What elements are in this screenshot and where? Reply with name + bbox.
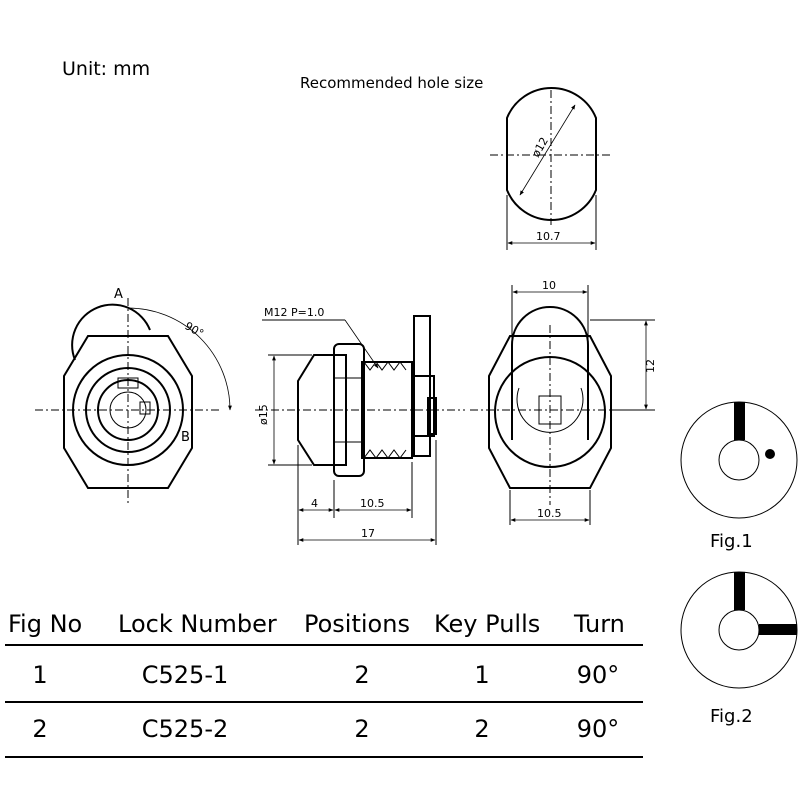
hole-size-title: Recommended hole size [300, 74, 483, 92]
body-diameter-label: ø15 [257, 404, 270, 425]
header-fig-no: Fig No [8, 610, 82, 638]
hole-diameter-label: ø12 [529, 135, 551, 159]
bottom-width-label: 10.5 [537, 507, 562, 520]
recommended-hole-view: ø12 10.7 [490, 86, 612, 250]
row1-fig-no: 1 [32, 661, 47, 689]
row1-turn: 90° [577, 661, 620, 689]
row1-lock-number: C525-1 [142, 661, 229, 689]
row2-turn: 90° [577, 715, 620, 743]
front-view: A B 90° [35, 287, 232, 505]
row2-lock-number: C525-2 [142, 715, 229, 743]
figure-2-diagram [680, 571, 798, 689]
figure-1-diagram [680, 401, 798, 519]
header-turn: Turn [573, 610, 625, 638]
row2-key-pulls: 2 [474, 715, 489, 743]
header-lock-number: Lock Number [118, 610, 277, 638]
unit-label: Unit: mm [62, 58, 150, 80]
hole-flat-label: 10.7 [536, 230, 561, 243]
header-positions: Positions [304, 610, 410, 638]
row2-fig-no: 2 [32, 715, 47, 743]
position-a-label: A [114, 287, 123, 302]
cam-height-label: 12 [644, 359, 657, 373]
row2-positions: 2 [354, 715, 369, 743]
thread-length-label: 10.5 [360, 497, 385, 510]
side-view: M12 P=1.0 ø15 4 10.5 17 [255, 306, 465, 545]
figure-2-caption: Fig.2 [710, 706, 753, 727]
position-b-label: B [181, 430, 190, 445]
total-length-label: 17 [361, 527, 375, 540]
figure-1-caption: Fig.1 [710, 531, 753, 552]
lock-spec-table: Fig No Lock Number Positions Key Pulls T… [5, 610, 643, 758]
head-length-label: 4 [311, 497, 318, 510]
header-key-pulls: Key Pulls [434, 610, 540, 638]
row1-positions: 2 [354, 661, 369, 689]
rear-view: 10 12 10.5 [470, 279, 657, 525]
row1-key-pulls: 1 [474, 661, 489, 689]
turn-angle-label: 90° [183, 319, 206, 340]
cam-width-label: 10 [542, 279, 556, 292]
thread-label: M12 P=1.0 [264, 306, 324, 319]
